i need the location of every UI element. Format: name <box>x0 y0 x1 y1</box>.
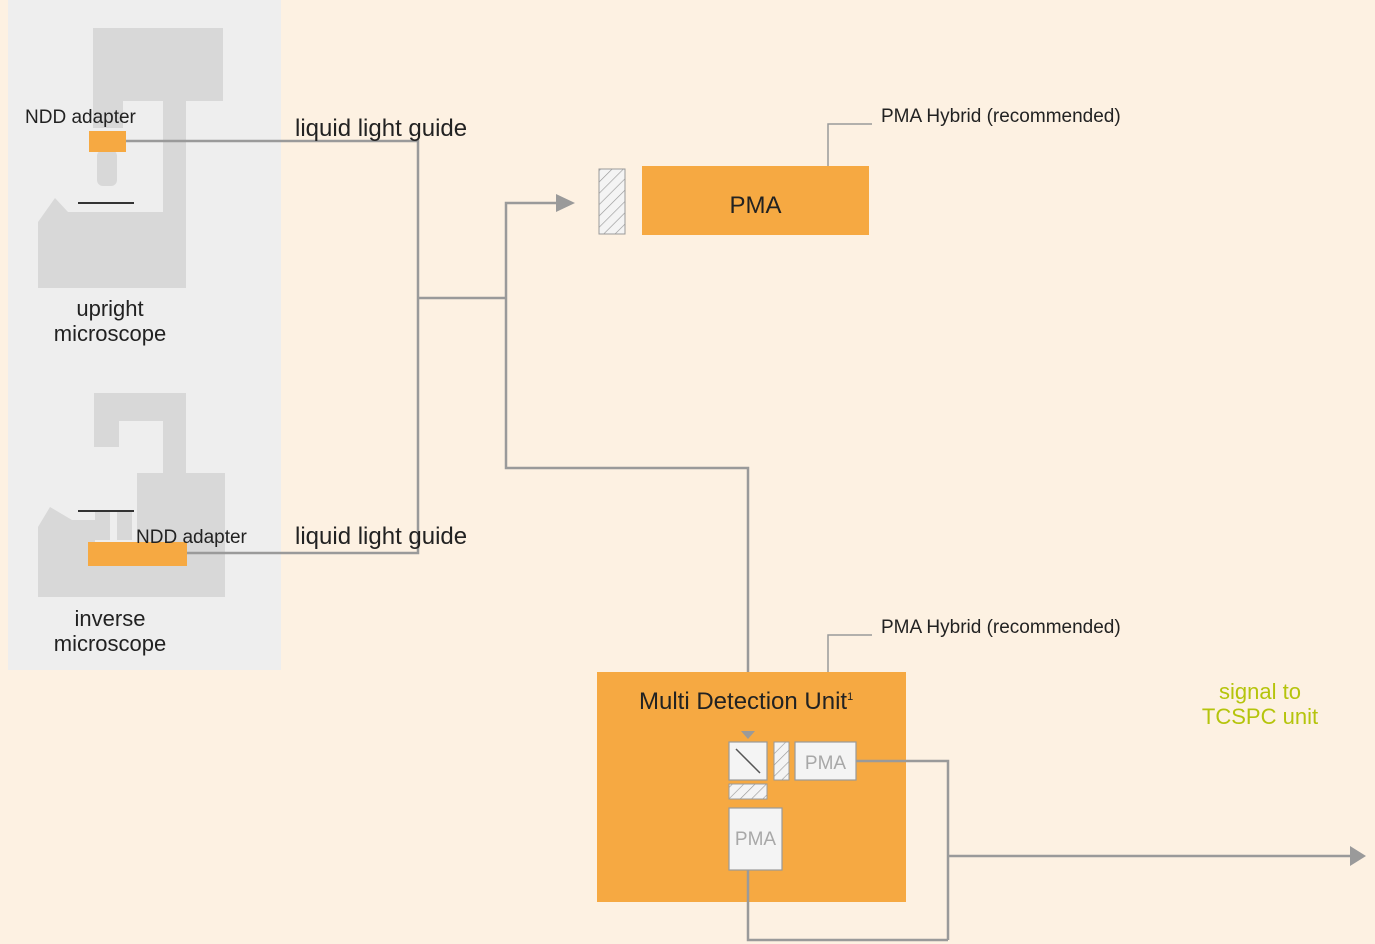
bottom-pma-output-line <box>746 870 948 942</box>
pma-detector-box <box>642 166 869 235</box>
upper-light-guide-line <box>126 139 420 298</box>
upright-microscope-label: upright microscope <box>40 296 180 347</box>
inverse-label-line2: microscope <box>53 631 167 657</box>
mdu-filter-horizontal <box>728 783 768 800</box>
inverse-ndd-adapter <box>88 542 187 566</box>
mdu-hybrid-leader <box>827 634 872 672</box>
mdu-pma-bottom-label: PMA <box>734 829 777 850</box>
inverse-adapter-label: NDD adapter <box>136 527 247 548</box>
signal-label-line2: TCSPC unit <box>1201 704 1319 730</box>
mdu-footnote-marker: 1 <box>847 691 854 703</box>
upright-label-line1: upright <box>76 296 144 321</box>
upright-label-line2: microscope <box>53 321 167 347</box>
mdu-pma-right-label: PMA <box>804 753 847 774</box>
right-pma-output-line <box>856 759 950 940</box>
mdu-pma-right-box <box>794 741 857 781</box>
mdu-input-arrow <box>741 731 755 739</box>
lower-light-guide-line <box>187 298 420 555</box>
mdu-pma-bottom-box <box>728 807 783 871</box>
upper-light-guide-label: liquid light guide <box>295 115 468 142</box>
pma-input-arrow <box>556 194 575 212</box>
lower-light-guide-label: liquid light guide <box>295 523 468 550</box>
mdu-filter-vertical <box>773 741 790 781</box>
upright-adapter-label: NDD adapter <box>25 107 136 128</box>
signal-label-line1: signal to <box>1219 679 1301 704</box>
beamsplitter-mirror <box>735 748 761 774</box>
branch-to-pma-line <box>504 201 558 298</box>
inverse-label-line1: inverse <box>74 606 146 631</box>
branch-to-mdu-line <box>504 298 750 734</box>
upright-ndd-adapter <box>89 131 126 152</box>
pma-label: PMA <box>729 192 782 219</box>
signal-output-label: signal to TCSPC unit <box>1180 679 1340 730</box>
pma-filter <box>598 168 626 235</box>
signal-output-arrow <box>1350 846 1366 866</box>
mdu-title-text: Multi Detection Unit <box>639 688 848 715</box>
upright-microscope-icon <box>38 28 223 288</box>
inverse-microscope-label: inverse microscope <box>40 606 180 657</box>
pma-hybrid-note: PMA Hybrid (recommended) <box>881 106 1121 127</box>
mdu-hybrid-note: PMA Hybrid (recommended) <box>881 617 1121 638</box>
pma-hybrid-leader <box>827 123 872 166</box>
mdu-title: Multi Detection Unit1 <box>639 688 853 716</box>
